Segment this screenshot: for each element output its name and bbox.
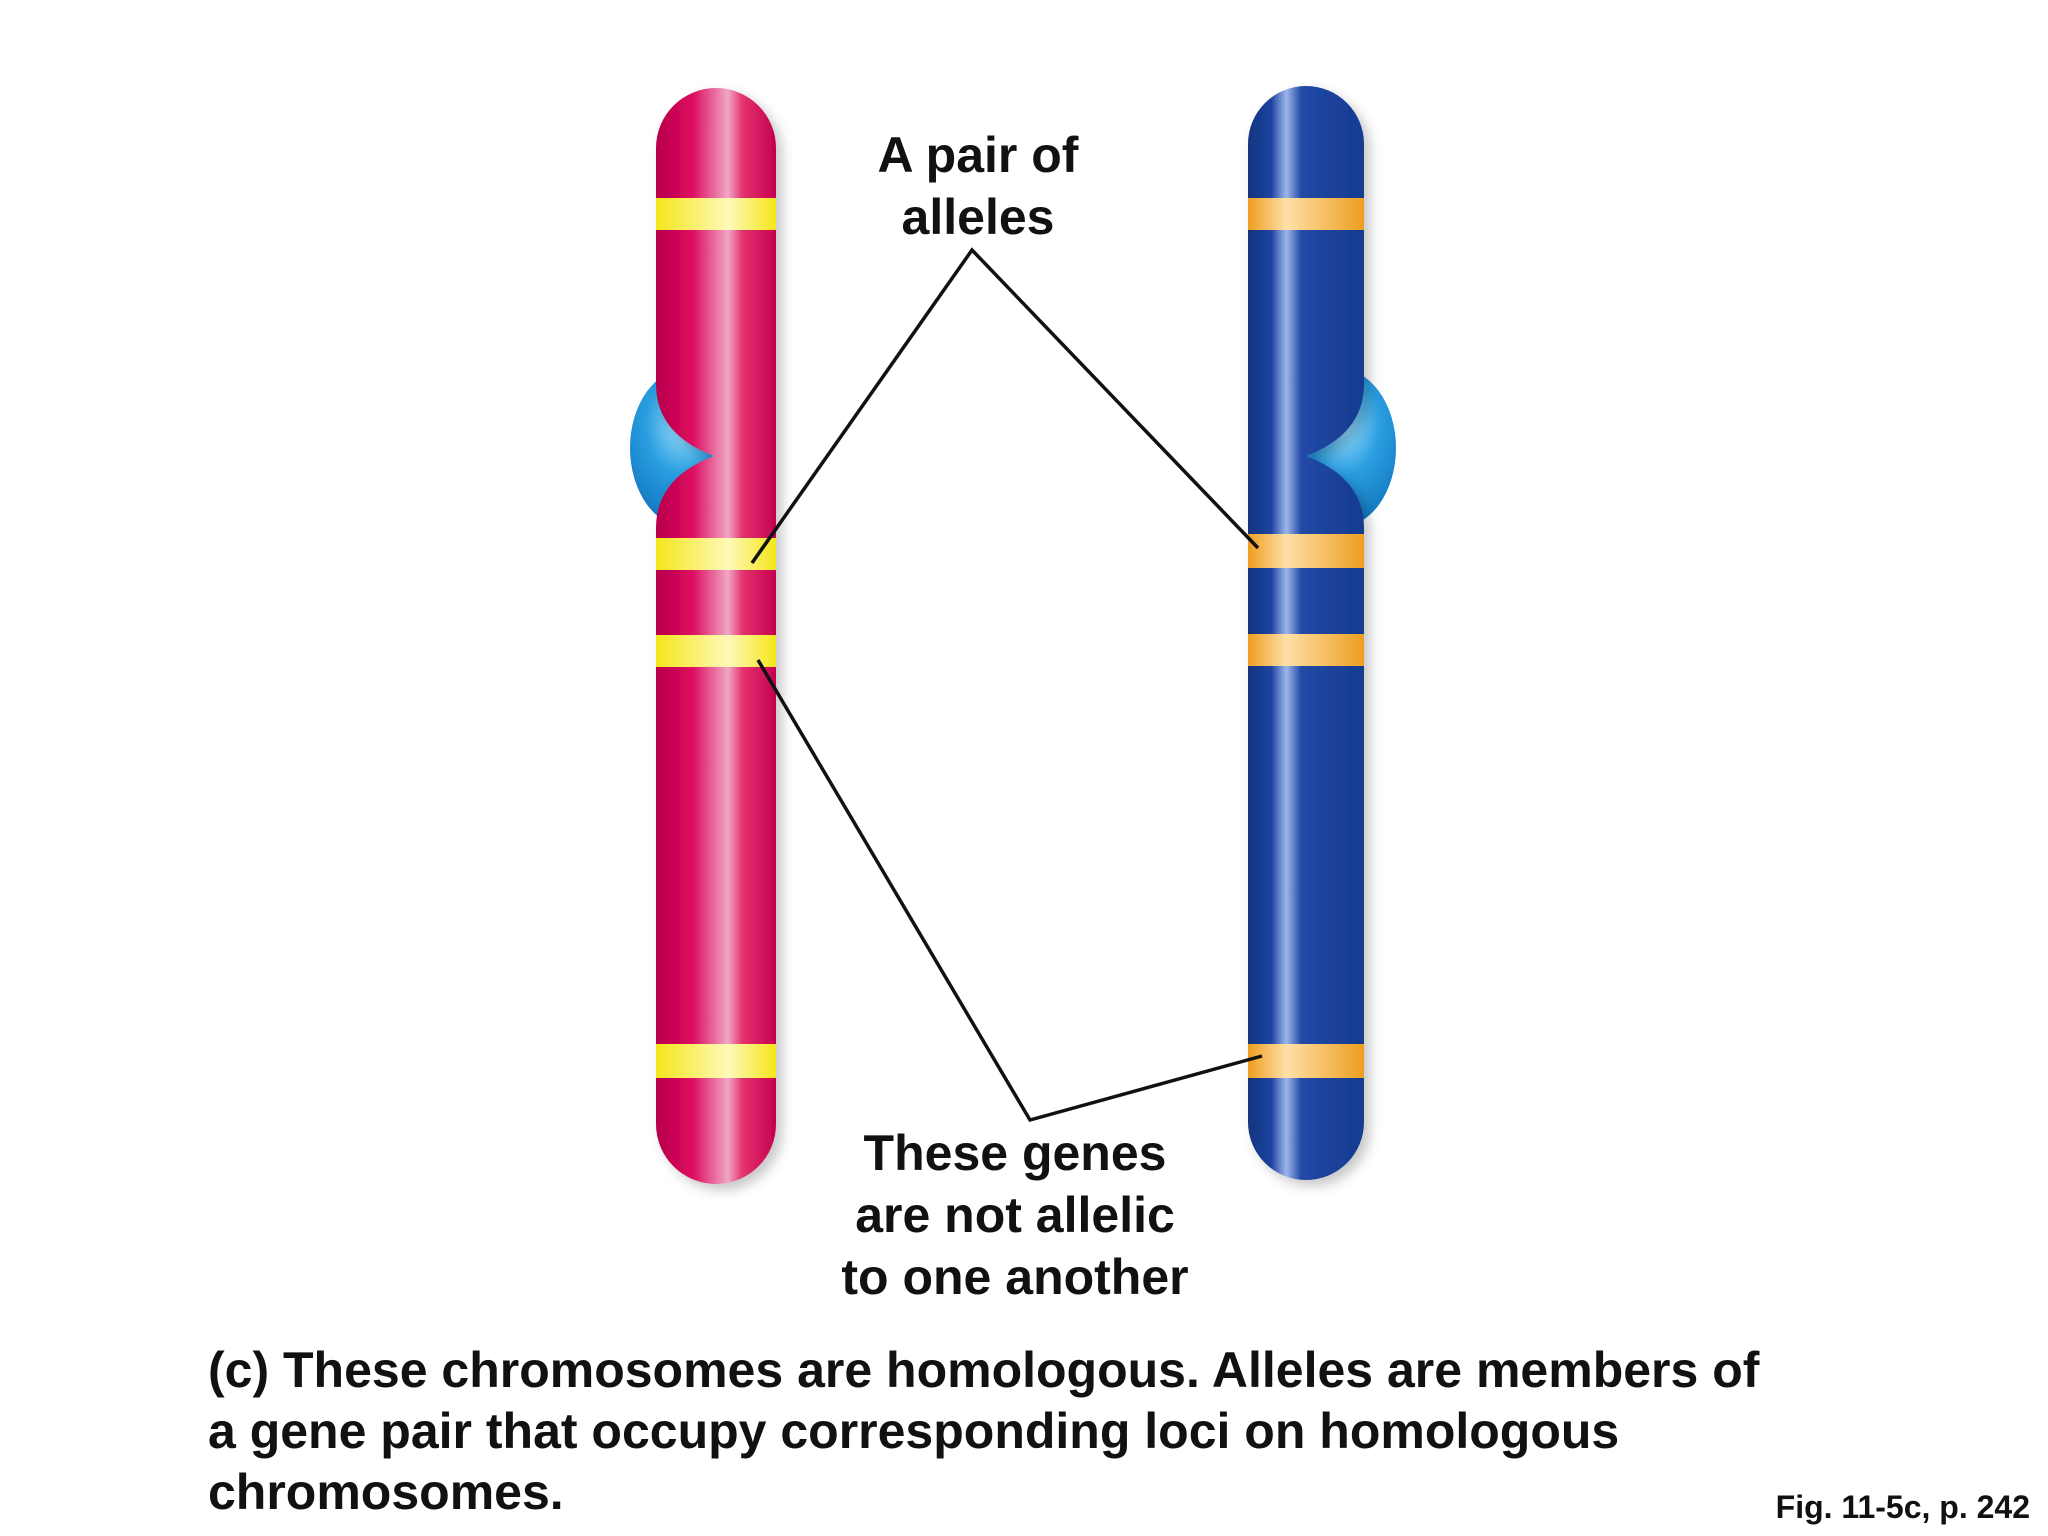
not-allelic-label: These genes are not allelic to one anoth…: [841, 1125, 1189, 1305]
left-gene-band-1: [656, 198, 776, 230]
right-gene-band-2-allele: [1248, 534, 1364, 568]
figure-reference: Fig. 11-5c, p. 242: [1775, 1489, 2030, 1525]
right-gene-band-1: [1248, 198, 1364, 230]
left-gene-band-3: [656, 635, 776, 667]
figure-caption: (c) These chromosomes are homologous. Al…: [208, 1342, 1760, 1520]
alleles-label: A pair of alleles: [877, 127, 1079, 245]
left-gene-band-2-allele: [656, 538, 776, 570]
alleles-pointer-lines: [750, 247, 1260, 565]
left-gene-band-4: [656, 1044, 776, 1078]
right-chromosome-body: [1248, 86, 1364, 1180]
right-gene-band-4: [1248, 1044, 1364, 1078]
left-chromosome: [630, 88, 776, 1184]
right-chromosome: [1248, 86, 1396, 1180]
right-gene-band-3: [1248, 634, 1364, 666]
not-allelic-pointer-lines: [756, 659, 1263, 1123]
